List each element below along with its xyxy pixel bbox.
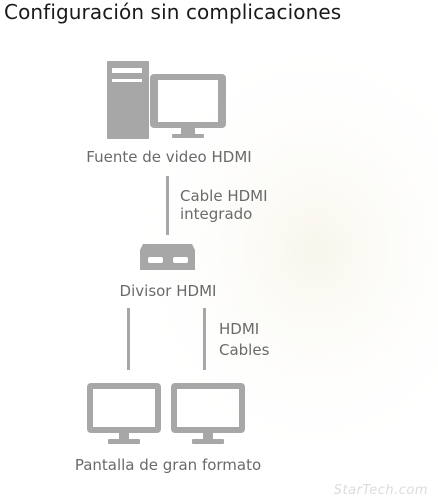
cable-label-line2: integrado bbox=[180, 205, 253, 223]
source-label: Fuente de video HDMI bbox=[86, 148, 252, 166]
desktop-computer-icon bbox=[107, 61, 226, 139]
cables-label-line1: HDMI bbox=[219, 320, 260, 338]
display-left-icon bbox=[87, 383, 161, 444]
splitter-label: Divisor HDMI bbox=[119, 282, 217, 300]
page-title: Configuración sin complicaciones bbox=[4, 0, 342, 24]
cables-label-line2: Cables bbox=[219, 341, 270, 359]
cable-label-line1: Cable HDMI bbox=[180, 187, 268, 205]
displays-label: Pantalla de gran formato bbox=[74, 456, 262, 474]
display-right-icon bbox=[171, 383, 245, 444]
hdmi-cable-line-right bbox=[203, 308, 206, 370]
hdmi-cable-line-left bbox=[127, 308, 130, 370]
hdmi-splitter-icon bbox=[140, 244, 195, 270]
startech-watermark: StarTech.com bbox=[333, 483, 428, 498]
hdmi-cable-line bbox=[166, 176, 169, 235]
